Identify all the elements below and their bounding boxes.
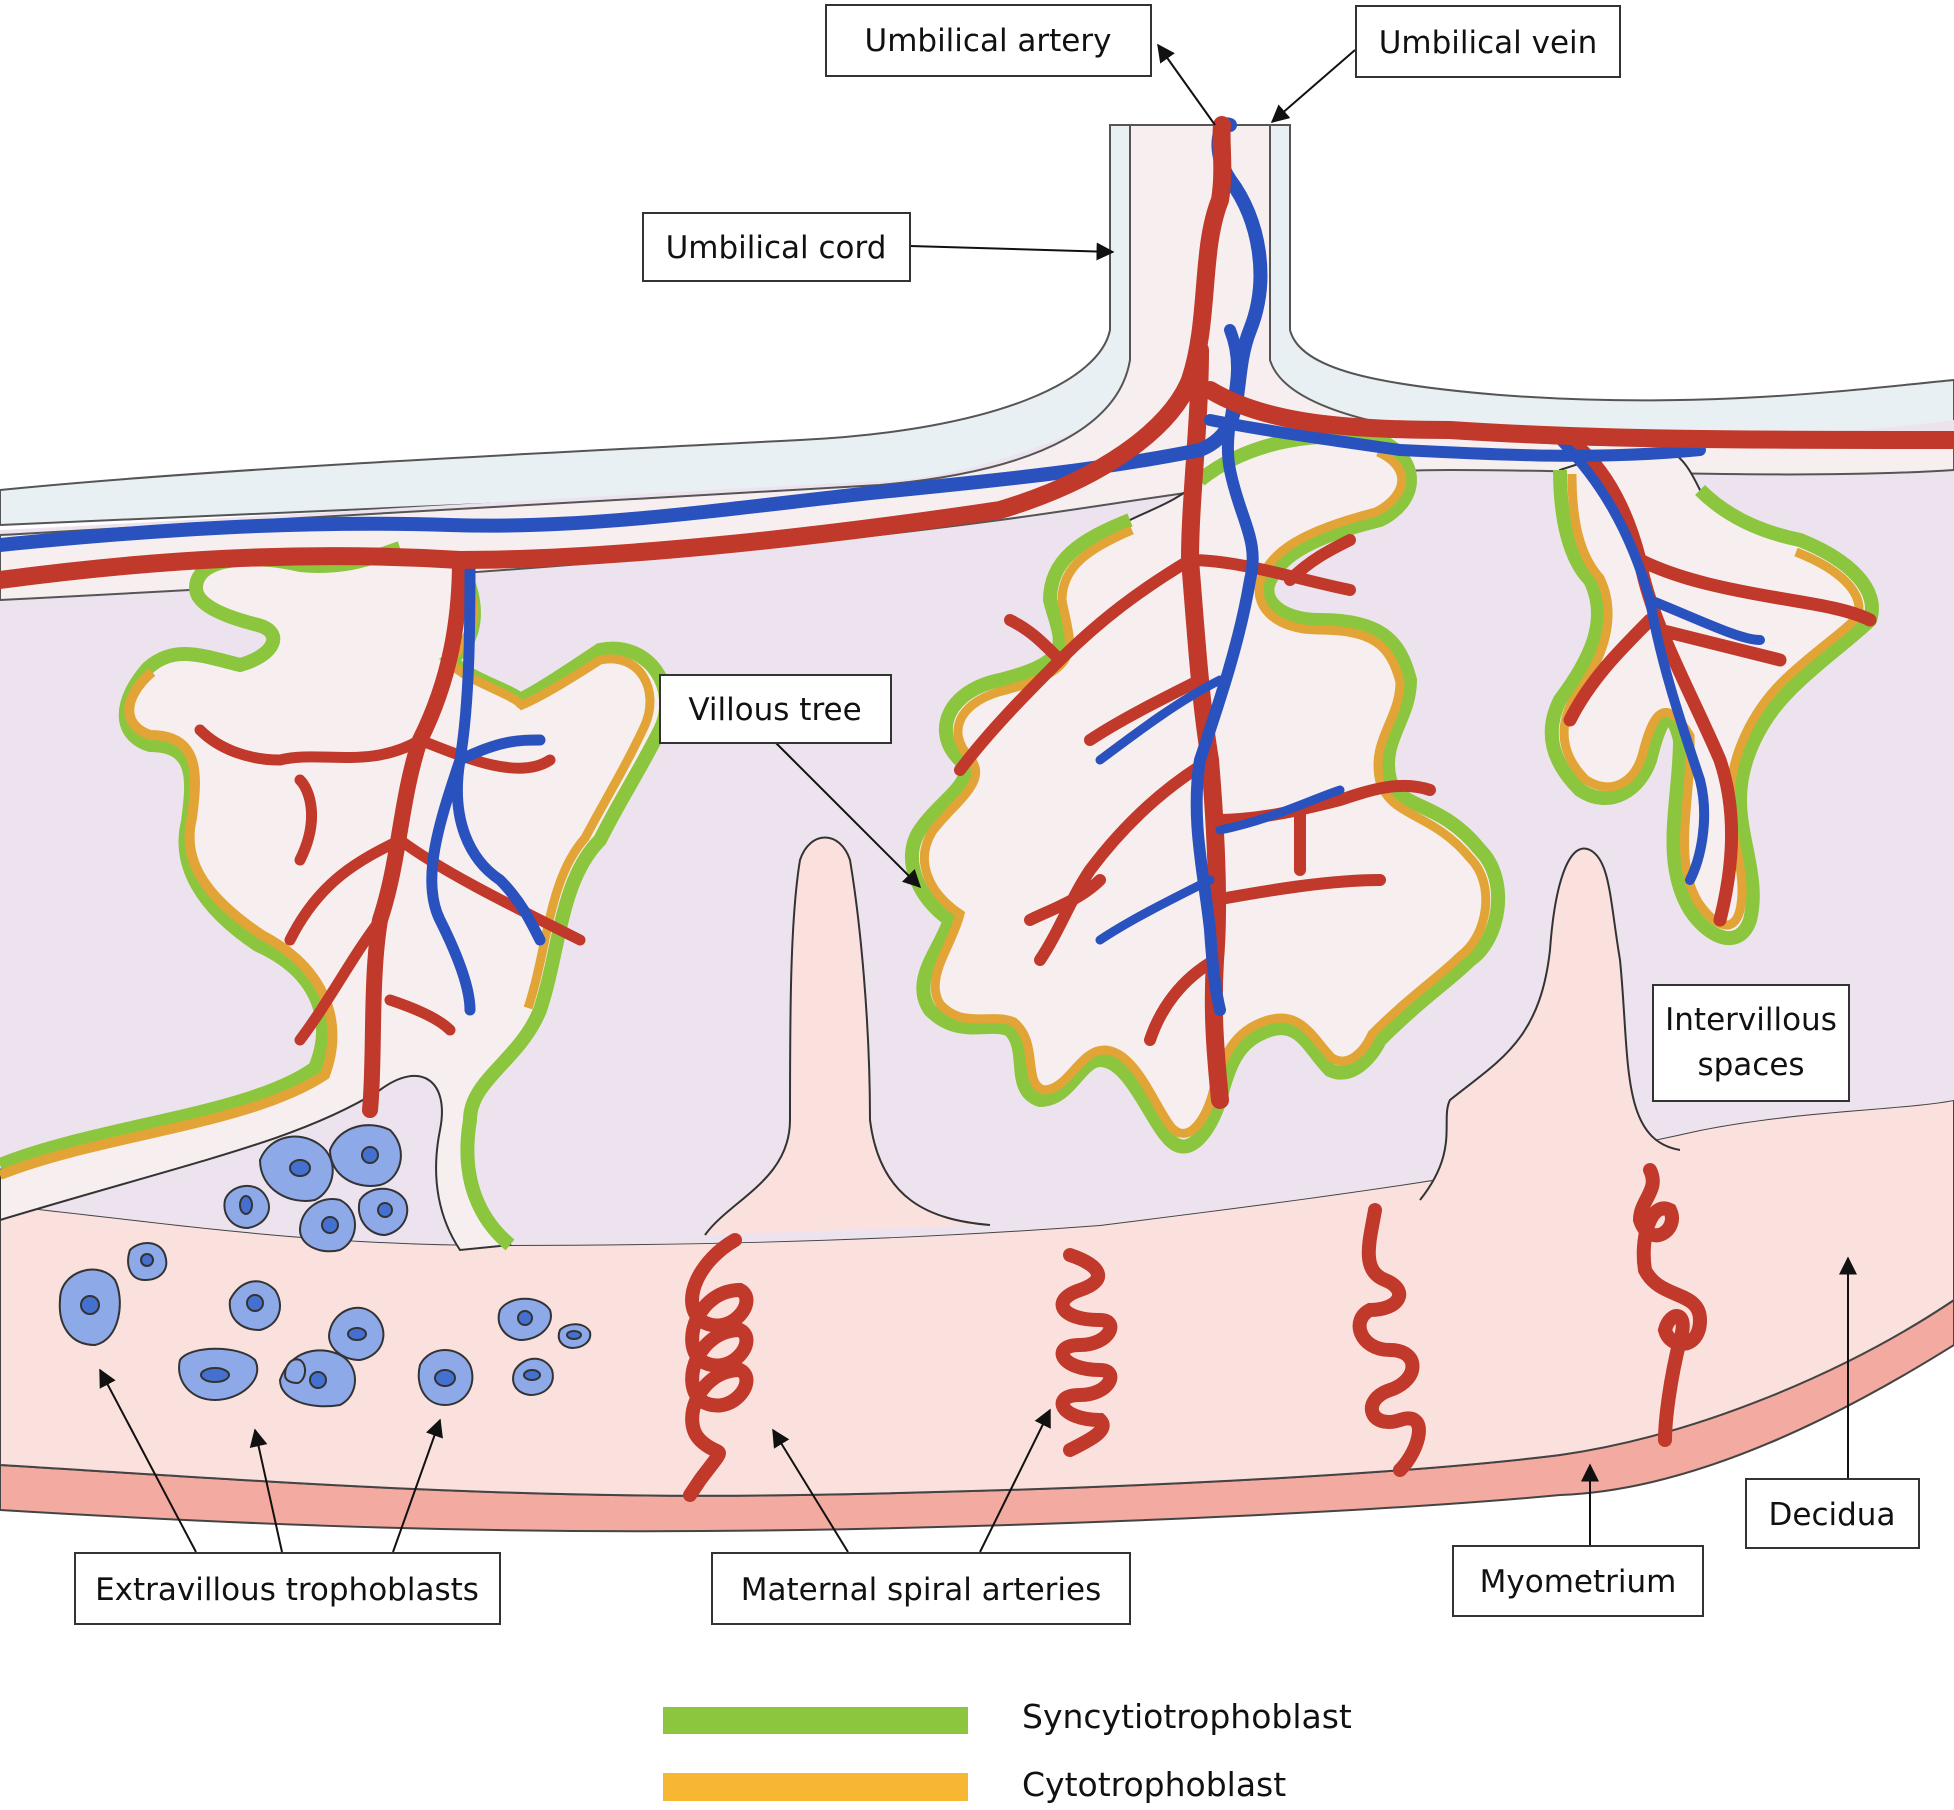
- spiral-artery-3: [1352, 1203, 1426, 1477]
- right-villous-tree: [1544, 433, 1879, 946]
- trophoblast-cell: [512, 1357, 554, 1397]
- svg-text:Villous tree: Villous tree: [688, 692, 861, 728]
- legend-swatch-syncytiotrophoblast: [663, 1707, 968, 1734]
- label-intervillous-spaces: Intervillous spaces: [1652, 984, 1850, 1102]
- pointer-arrows: [99, 43, 1857, 1553]
- trophoblast-cell: [328, 1124, 402, 1187]
- trophoblast-cell: [223, 1185, 270, 1230]
- svg-text:Cytotrophoblast: Cytotrophoblast: [1022, 1765, 1286, 1804]
- label-decidua: Decidua: [1745, 1478, 1920, 1549]
- svg-text:spaces: spaces: [1697, 1047, 1804, 1083]
- legend-item-cytotrophoblast: Cytotrophoblast: [663, 1765, 1286, 1804]
- maternal-spiral-arteries: [683, 1163, 1708, 1502]
- decidual-septum-1: [704, 836, 991, 1236]
- label-umbilical-artery: Umbilical artery: [825, 4, 1152, 77]
- trophoblast-cell: [357, 1187, 409, 1237]
- decidual-septum-2: [1419, 847, 1681, 1201]
- legend-item-syncytiotrophoblast: Syncytiotrophoblast: [663, 1697, 1352, 1736]
- trophoblast-cell: [557, 1323, 592, 1350]
- svg-text:Decidua: Decidua: [1769, 1497, 1896, 1533]
- label-umbilical-cord: Umbilical cord: [642, 212, 911, 282]
- label-maternal-spiral-arteries: Maternal spiral arteries: [711, 1552, 1131, 1625]
- extravillous-trophoblast-cells: [58, 1124, 592, 1408]
- trophoblast-cell: [58, 1268, 121, 1347]
- legend: Syncytiotrophoblast Cytotrophoblast: [663, 1697, 1352, 1804]
- central-villous-tree: [904, 324, 1506, 1154]
- trophoblast-cell: [178, 1347, 259, 1402]
- label-extravillous-trophoblasts: Extravillous trophoblasts: [74, 1552, 501, 1625]
- spiral-artery-2: [1055, 1248, 1118, 1457]
- svg-text:Maternal spiral arteries: Maternal spiral arteries: [741, 1572, 1101, 1608]
- svg-text:Umbilical cord: Umbilical cord: [666, 230, 887, 266]
- label-villous-tree: Villous tree: [659, 674, 892, 744]
- umbilical-cord-outline: [1129, 125, 1271, 330]
- label-umbilical-vein: Umbilical vein: [1355, 5, 1621, 78]
- trophoblast-cell: [258, 1135, 334, 1202]
- trophoblast-cell: [328, 1306, 385, 1362]
- svg-text:Syncytiotrophoblast: Syncytiotrophoblast: [1022, 1697, 1352, 1736]
- spiral-artery-4: [1632, 1163, 1708, 1447]
- legend-swatch-cytotrophoblast: [663, 1773, 968, 1801]
- chorionic-vessels: [0, 116, 1954, 589]
- trophoblast-cell: [497, 1297, 552, 1342]
- label-myometrium: Myometrium: [1452, 1545, 1704, 1617]
- trophoblast-cell: [283, 1358, 306, 1385]
- svg-text:Extravillous trophoblasts: Extravillous trophoblasts: [95, 1572, 479, 1608]
- spiral-artery-1: [683, 1233, 754, 1502]
- svg-text:Umbilical vein: Umbilical vein: [1379, 25, 1598, 61]
- trophoblast-cell: [417, 1349, 474, 1407]
- trophoblast-cell: [127, 1242, 168, 1282]
- trophoblast-cell: [228, 1280, 281, 1332]
- svg-text:Myometrium: Myometrium: [1480, 1564, 1677, 1600]
- svg-text:Intervillous: Intervillous: [1665, 1002, 1837, 1038]
- left-villous-tree: [0, 541, 674, 1252]
- svg-text:Umbilical artery: Umbilical artery: [865, 23, 1112, 59]
- trophoblast-cell: [298, 1198, 356, 1253]
